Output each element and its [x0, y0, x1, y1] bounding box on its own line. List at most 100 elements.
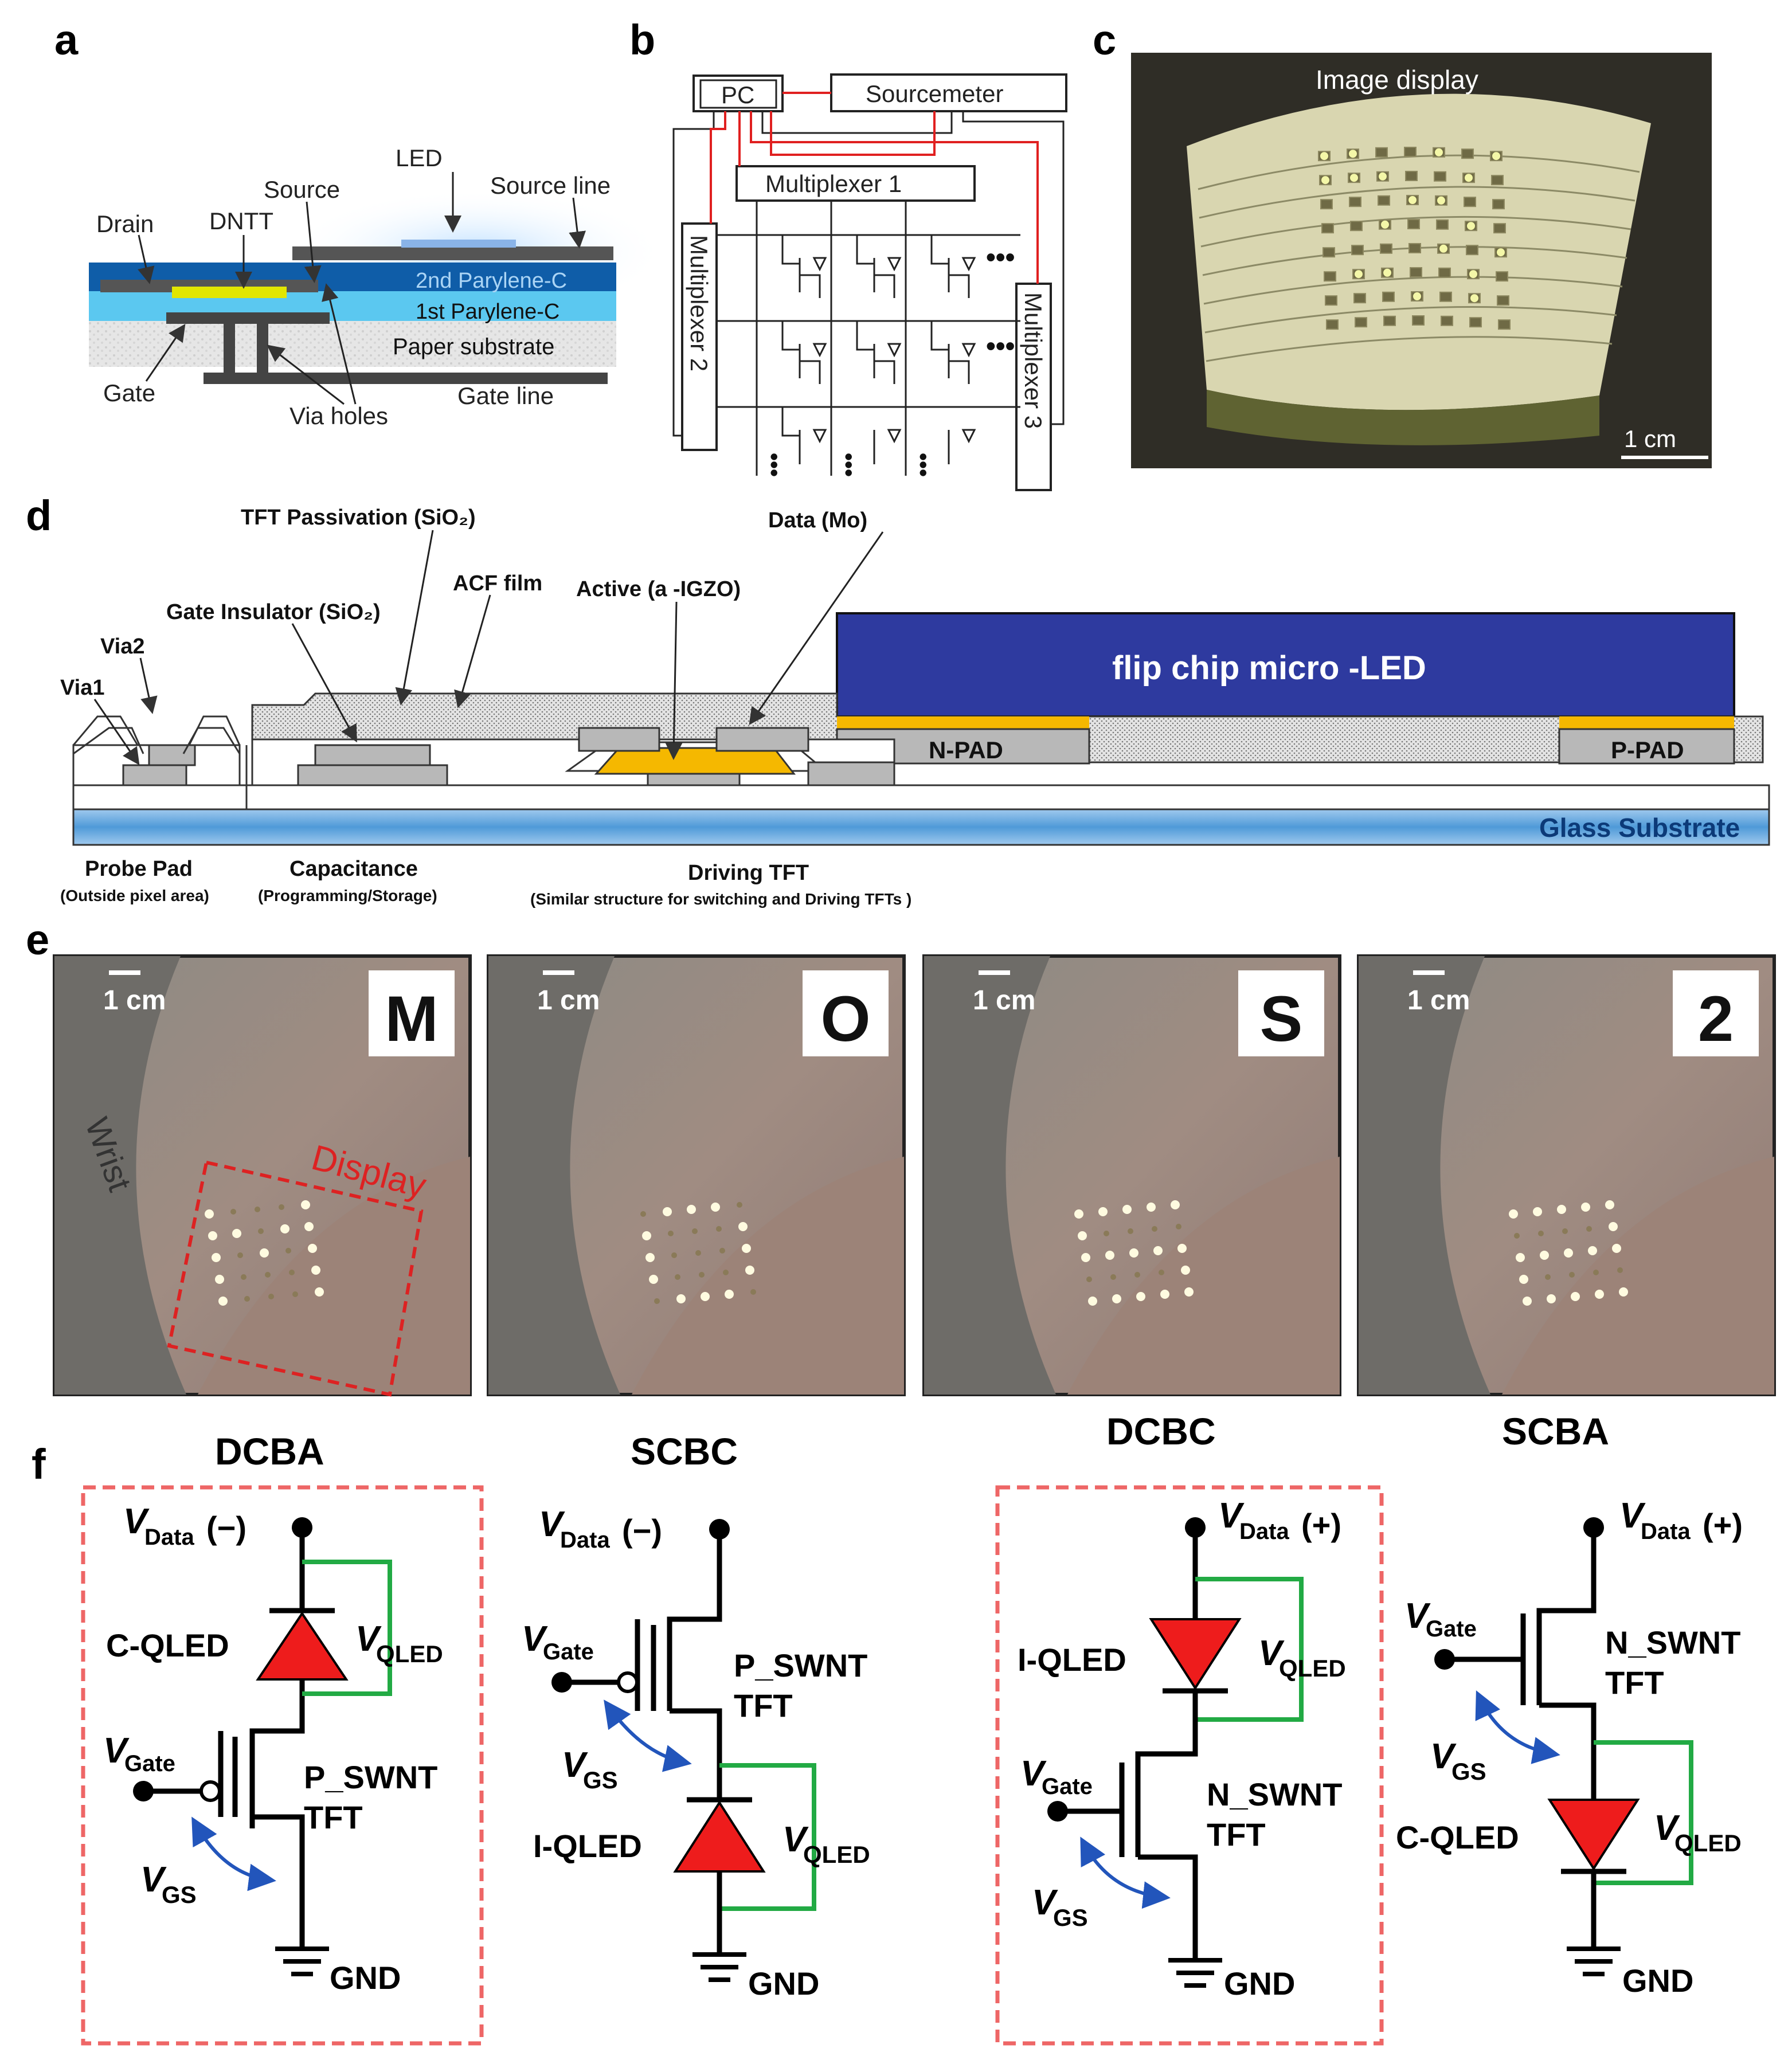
label-via-holes: Via holes	[289, 402, 388, 429]
mux1-box	[735, 165, 976, 202]
label-paper: Paper substrate	[393, 334, 554, 359]
panel-b-system-diagram: PC Sourcemeter Multiplexer 1 Multiplexer…	[672, 73, 1067, 491]
led-pixel-lit	[1413, 292, 1421, 300]
led-pixel-lit	[1408, 196, 1417, 204]
led-pixel	[1439, 291, 1452, 302]
led-dot-off	[1104, 1231, 1109, 1236]
led-pixel	[1375, 147, 1388, 158]
led-dot-off	[255, 1207, 260, 1212]
pc-label: PC	[721, 81, 754, 108]
mux3-box	[1015, 283, 1052, 491]
led-pixel	[1350, 221, 1363, 232]
svg-text:•••: •••	[986, 242, 1015, 273]
led-dot-off	[723, 1270, 729, 1275]
led-dot-off	[654, 1298, 660, 1304]
label-capacitance-sub: (Programming/Storage)	[258, 887, 437, 904]
led-dot	[1088, 1297, 1097, 1306]
circuit-title-scbc: SCBC	[631, 1430, 738, 1472]
panel-a-cross-section: Drain DNTT Source LED Source line 2nd Pa…	[89, 144, 665, 429]
led-dot-off	[640, 1211, 646, 1217]
probe-pad-stack	[72, 715, 248, 809]
scale-label: 1 cm	[1407, 985, 1470, 1016]
led-dot	[301, 1200, 310, 1209]
led-dot-off	[1110, 1274, 1116, 1280]
led-pixel	[1324, 271, 1336, 282]
svg-text:(−): (−)	[206, 1510, 247, 1546]
wrist-shape	[1359, 956, 1490, 1395]
led-pixel	[1404, 147, 1417, 157]
led-dot	[1136, 1292, 1145, 1301]
led-dot-off	[265, 1272, 271, 1278]
letter-box	[1673, 970, 1759, 1056]
mux1-label: Multiplexer 1	[765, 170, 902, 197]
led-dot	[1595, 1290, 1604, 1299]
led-dot	[745, 1266, 754, 1275]
sourcemeter-label: Sourcemeter	[866, 80, 1003, 107]
svg-text:V: V	[140, 1860, 167, 1899]
led-pixel-lit	[1435, 148, 1443, 156]
led-pixel	[1323, 247, 1335, 258]
led-dot-off	[695, 1250, 701, 1256]
led-pixel	[1326, 319, 1339, 330]
svg-text:Data: Data	[1239, 1519, 1289, 1544]
led-dot-off	[1538, 1231, 1544, 1236]
circuit-title-dcbc: DCBC	[1106, 1410, 1216, 1452]
led-dot-off	[719, 1248, 725, 1254]
led-pixel-lit	[1355, 270, 1363, 279]
micro-led-chip	[836, 612, 1735, 718]
led-dot	[208, 1231, 217, 1240]
led-pixel	[1493, 223, 1506, 234]
wrist-shape	[488, 956, 620, 1395]
label-tft-passivation: TFT Passivation (SiO₂)	[241, 506, 476, 530]
led-dot	[1184, 1287, 1194, 1297]
led-dot	[1129, 1248, 1138, 1258]
led-dot	[711, 1203, 720, 1212]
led-dot	[642, 1231, 651, 1240]
led-dot	[1533, 1207, 1542, 1216]
letter-box	[803, 970, 889, 1056]
svg-text:N_SWNT: N_SWNT	[1605, 1624, 1740, 1660]
led-dot-off	[289, 1270, 295, 1275]
led-dot-off	[737, 1202, 742, 1208]
led-dot-off	[1586, 1226, 1592, 1232]
led-pixel	[1407, 219, 1420, 229]
p-pad-gold	[1559, 716, 1734, 729]
mux2-box	[681, 222, 718, 451]
photo-scale-bar	[1621, 456, 1708, 459]
mux3-label: Multiplexer 3	[1020, 292, 1047, 429]
svg-text:GND: GND	[748, 1965, 819, 2002]
svg-text:(+): (+)	[1703, 1507, 1743, 1543]
led-dot	[1122, 1205, 1132, 1214]
led-dot-off	[1593, 1270, 1599, 1275]
label-data-mo: Data (Mo)	[768, 508, 867, 532]
led-pixel-lit	[1320, 152, 1328, 160]
led-pixel-lit	[1439, 244, 1447, 253]
led-dot-off	[1545, 1274, 1551, 1280]
led-pixel-lit	[1467, 222, 1475, 230]
svg-text:GND: GND	[330, 1960, 401, 1996]
led-pixel-lit	[1437, 196, 1445, 205]
led-dot	[1547, 1294, 1556, 1303]
led-pixel	[1498, 319, 1511, 330]
scale-bar	[979, 970, 1010, 975]
led-dot-off	[1152, 1226, 1157, 1232]
led-dot-off	[241, 1274, 247, 1280]
led-dot	[1081, 1253, 1090, 1262]
led-dot	[1564, 1248, 1573, 1258]
led-pixel	[1464, 197, 1476, 207]
panel-f-circuits: DCBA V Data (−) V QLED C-QLED V Gate P_S…	[81, 1410, 1743, 2046]
panel-d-cross-section: Glass Substrate flip chip micro -LED N-P…	[60, 506, 1770, 908]
led-dot	[1581, 1203, 1590, 1212]
svg-text:TFT: TFT	[1605, 1664, 1664, 1701]
circuit-dcba: V Data (−) V QLED C-QLED V Gate P_SWNT T…	[103, 1502, 443, 1996]
led-dot	[205, 1209, 214, 1219]
led-pixel	[1382, 291, 1395, 302]
led-dot	[1588, 1246, 1597, 1255]
led-dot-off	[1128, 1228, 1133, 1234]
led-dot	[1612, 1244, 1621, 1253]
led-dot	[738, 1222, 748, 1231]
label-driving-tft-sub: (Similar structure for switching and Dri…	[530, 890, 911, 908]
